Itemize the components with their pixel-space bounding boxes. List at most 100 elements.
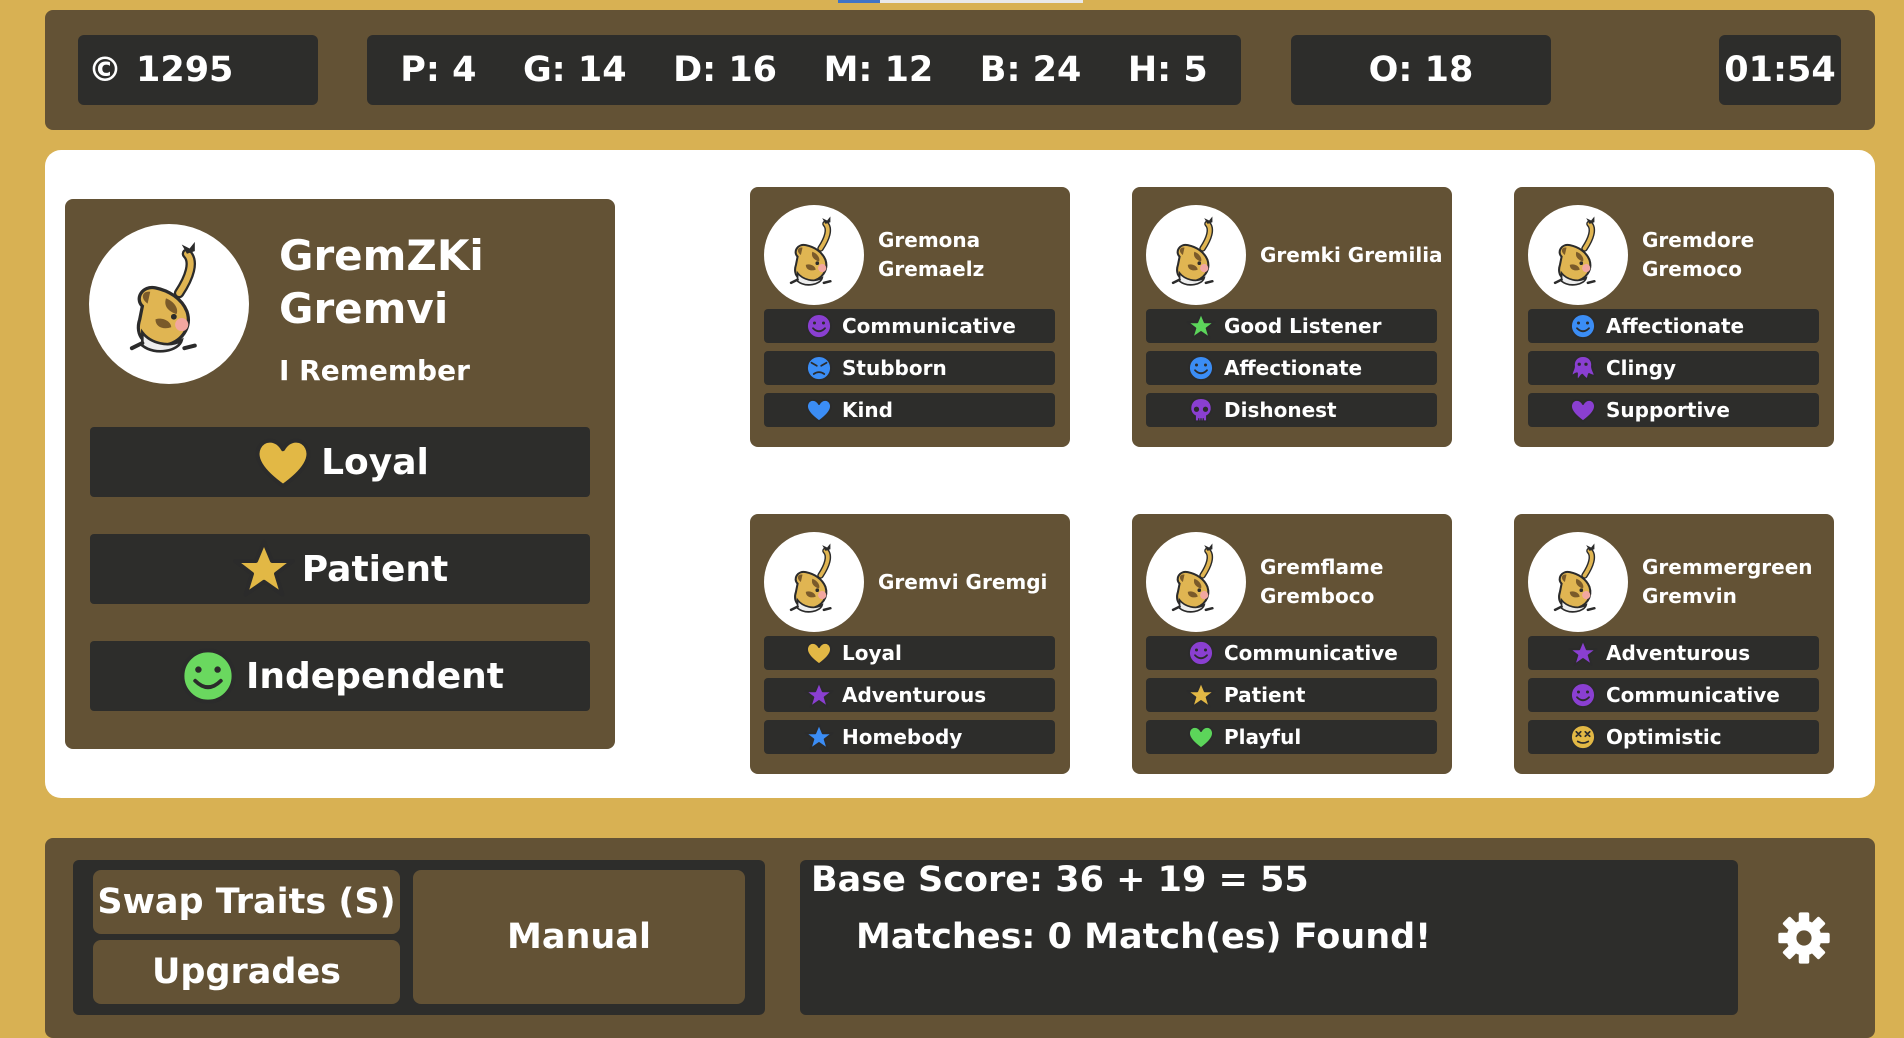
candidate-trait[interactable]: Kind <box>764 393 1055 427</box>
candidate-avatar <box>764 532 864 632</box>
candidate-trait-label: Loyal <box>842 641 902 665</box>
candidate-trait-label: Good Listener <box>1224 314 1382 338</box>
candidate-trait-label: Playful <box>1224 725 1302 749</box>
swap-traits-button[interactable]: Swap Traits (S) <box>93 870 400 934</box>
overall-value: O: 18 <box>1368 50 1474 90</box>
star-icon <box>1186 312 1216 339</box>
gremlin-portrait-icon <box>130 242 198 354</box>
timer-value: 01:54 <box>1724 50 1836 90</box>
top-progress-bar <box>838 0 1083 3</box>
candidate-trait-label: Communicative <box>1606 683 1780 707</box>
stats-panel: P: 4 G: 14 D: 16 M: 12 B: 24 H: 5 <box>367 35 1241 105</box>
candidate-name: Gremmergreen Gremvin <box>1642 555 1813 608</box>
octopus-icon <box>1570 355 1596 381</box>
candidate-trait[interactable]: Communicative <box>1528 678 1819 712</box>
player-trait[interactable]: Independent <box>90 641 590 711</box>
candidate-card[interactable]: Gremdore Gremoco Affectionate Clingy Sup… <box>1514 187 1834 447</box>
star-icon <box>1568 639 1598 666</box>
heart-icon <box>255 438 311 488</box>
angry-face-icon <box>806 355 832 381</box>
score-panel: Base Score: 36 + 19 = 55 Matches: 0 Matc… <box>800 860 1738 1015</box>
candidate-trait-label: Communicative <box>1224 641 1398 665</box>
button-panel: Swap Traits (S) Upgrades Manual <box>73 860 765 1015</box>
candidate-name: Gremki Gremilia <box>1260 242 1443 267</box>
star-icon <box>804 723 834 750</box>
player-trait-label: Patient <box>301 548 449 590</box>
candidate-avatar <box>1146 532 1246 632</box>
heart-icon <box>1188 726 1214 750</box>
player-card: GremZKi Gremvi I Remember Loyal Patient … <box>65 199 615 749</box>
candidate-card[interactable]: Gremvi Gremgi Loyal Adventurous Homebody <box>750 514 1070 774</box>
candidate-trait-label: Affectionate <box>1606 314 1745 338</box>
smiley-icon <box>1188 640 1214 666</box>
gear-icon[interactable] <box>1776 910 1832 966</box>
timer: 01:54 <box>1719 35 1841 105</box>
candidate-trait[interactable]: Stubborn <box>764 351 1055 385</box>
dizzy-face-icon <box>1570 724 1596 750</box>
stat-p: P: 4 <box>400 50 477 90</box>
candidate-trait[interactable]: Supportive <box>1528 393 1819 427</box>
candidate-trait[interactable]: Adventurous <box>1528 636 1819 670</box>
gremlin-portrait-icon <box>1171 216 1214 286</box>
matches-status: Matches: 0 Match(es) Found! <box>856 917 1431 957</box>
candidate-trait-label: Communicative <box>842 314 1016 338</box>
candidate-trait-label: Optimistic <box>1606 725 1722 749</box>
candidate-trait-label: Kind <box>842 398 893 422</box>
skull-icon <box>1189 397 1213 423</box>
candidate-card[interactable]: Gremmergreen Gremvin Adventurous Communi… <box>1514 514 1834 774</box>
bottom-control-bar: Swap Traits (S) Upgrades Manual Base Sco… <box>45 838 1875 1038</box>
candidate-trait[interactable]: Communicative <box>1146 636 1437 670</box>
candidate-card[interactable]: Gremflame Gremboco Communicative Patient… <box>1132 514 1452 774</box>
top-progress-fill <box>838 0 880 3</box>
heart-icon <box>1570 399 1596 423</box>
candidate-trait[interactable]: Loyal <box>764 636 1055 670</box>
stat-m: M: 12 <box>823 50 934 90</box>
star-icon <box>232 539 295 597</box>
candidate-trait-label: Clingy <box>1606 356 1676 380</box>
candidate-name: Gremona Gremaelz <box>878 228 985 281</box>
coins-value: 1295 <box>136 50 234 90</box>
player-subtitle: I Remember <box>279 354 470 387</box>
candidate-trait[interactable]: Dishonest <box>1146 393 1437 427</box>
smiley-icon <box>1570 313 1596 339</box>
player-trait-label: Independent <box>245 655 505 697</box>
candidate-trait[interactable]: Adventurous <box>764 678 1055 712</box>
candidate-card[interactable]: Gremki Gremilia Good Listener Affectiona… <box>1132 187 1452 447</box>
gremlin-portrait-icon <box>789 543 832 613</box>
candidate-trait[interactable]: Affectionate <box>1528 309 1819 343</box>
base-score-value: 36 + 19 = 55 <box>1055 860 1309 900</box>
player-trait[interactable]: Patient <box>90 534 590 604</box>
candidate-trait-label: Dishonest <box>1224 398 1337 422</box>
candidate-trait[interactable]: Good Listener <box>1146 309 1437 343</box>
candidate-trait[interactable]: Clingy <box>1528 351 1819 385</box>
candidate-trait[interactable]: Affectionate <box>1146 351 1437 385</box>
smiley-icon <box>806 313 832 339</box>
stat-d: D: 16 <box>673 50 778 90</box>
candidate-trait[interactable]: Homebody <box>764 720 1055 754</box>
candidate-name: Gremvi Gremgi <box>878 569 1048 594</box>
candidate-trait-label: Supportive <box>1606 398 1730 422</box>
player-trait-label: Loyal <box>321 441 429 483</box>
candidate-card[interactable]: Gremona Gremaelz Communicative Stubborn … <box>750 187 1070 447</box>
candidate-name: Gremdore Gremoco <box>1642 228 1755 281</box>
candidate-trait[interactable]: Optimistic <box>1528 720 1819 754</box>
upgrades-button[interactable]: Upgrades <box>93 940 400 1004</box>
stat-h: H: 5 <box>1127 50 1208 90</box>
player-trait[interactable]: Loyal <box>90 427 590 497</box>
candidate-avatar <box>1528 205 1628 305</box>
star-icon <box>804 681 834 708</box>
overall-stat: O: 18 <box>1291 35 1551 105</box>
candidate-trait-label: Affectionate <box>1224 356 1363 380</box>
candidate-trait-label: Homebody <box>842 725 963 749</box>
smiley-icon <box>180 648 236 704</box>
matches-value: 0 Match(es) Found! <box>1047 917 1432 957</box>
stat-g: G: 14 <box>522 50 627 90</box>
candidate-trait[interactable]: Playful <box>1146 720 1437 754</box>
candidate-avatar <box>1146 205 1246 305</box>
candidate-trait[interactable]: Patient <box>1146 678 1437 712</box>
gremlin-portrait-icon <box>1553 216 1596 286</box>
manual-button[interactable]: Manual <box>413 870 745 1004</box>
player-name: GremZKi Gremvi <box>279 231 484 333</box>
stat-b: B: 24 <box>979 50 1082 90</box>
candidate-trait[interactable]: Communicative <box>764 309 1055 343</box>
